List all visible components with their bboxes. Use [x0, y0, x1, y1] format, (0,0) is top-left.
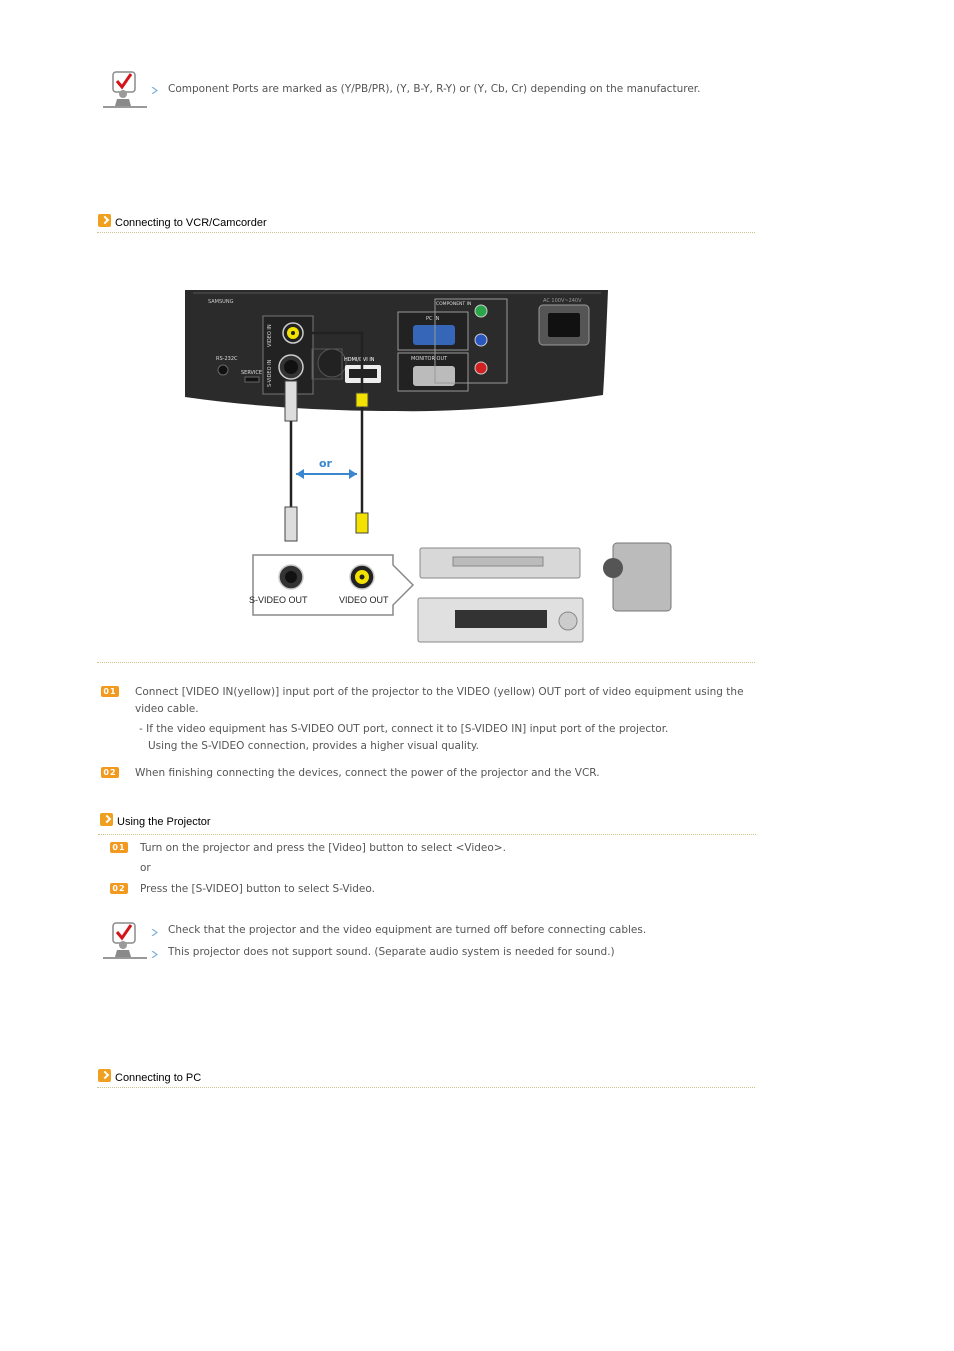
divider	[97, 662, 755, 663]
monitor-out-label: MONITOR OUT	[411, 356, 448, 362]
video-in-label: VIDEO IN	[267, 324, 273, 347]
step-02-text: When finishing connecting the devices, c…	[135, 767, 600, 779]
pc-in-label: PC IN	[426, 316, 440, 322]
section-arrow-icon	[98, 214, 111, 227]
brand-label: SAMSUNG	[208, 299, 234, 305]
section-arrow-icon	[100, 813, 113, 826]
service-label: SERVICE	[241, 370, 262, 376]
step-01-text: Connect [VIDEO IN(yellow)] input port of…	[135, 686, 744, 698]
bullet-arrow-icon	[151, 929, 158, 936]
step-01-text-cont: video cable.	[135, 703, 199, 715]
hdmi-label: HDMI/DVI IN	[344, 357, 375, 363]
step-badge-02: 02	[101, 767, 119, 778]
using-step-02-text: Press the [S-VIDEO] button to select S-V…	[140, 883, 375, 895]
divider	[97, 1087, 755, 1088]
step-01-sub2: Using the S-VIDEO connection, provides a…	[148, 740, 479, 752]
section-title-vcr: Connecting to VCR/Camcorder	[115, 217, 267, 229]
video-out-label: VIDEO OUT	[339, 595, 389, 605]
note-icon	[103, 922, 147, 959]
ac-label: AC 100V~240V	[543, 298, 582, 304]
bullet-arrow-icon	[151, 951, 158, 958]
divider	[98, 834, 756, 835]
step-01-sub1: - If the video equipment has S-VIDEO OUT…	[139, 723, 669, 735]
connection-diagram: SAMSUNG RS-232C SERVICE VIDEO IN S-VIDEO…	[185, 290, 672, 643]
using-step-01-text: Turn on the projector and press the [Vid…	[140, 842, 506, 854]
or-text: or	[140, 862, 151, 874]
step-badge-02: 02	[110, 883, 128, 894]
section-title-using: Using the Projector	[117, 816, 211, 828]
or-label: or	[319, 457, 333, 470]
bullet-arrow-icon	[151, 87, 158, 94]
note-icon	[103, 71, 147, 108]
rs232-label: RS-232C	[216, 356, 238, 362]
note-component-ports: Component Ports are marked as (Y/PB/PR),…	[168, 83, 701, 95]
svideo-out-label: S-VIDEO OUT	[249, 595, 308, 605]
component-in-label: COMPONENT IN	[436, 301, 471, 307]
section-title-pc: Connecting to PC	[115, 1072, 202, 1084]
divider	[97, 232, 755, 233]
note-no-sound: This projector does not support sound. (…	[168, 946, 615, 958]
step-badge-01: 01	[101, 686, 119, 697]
step-badge-01: 01	[110, 842, 128, 853]
note-turn-off: Check that the projector and the video e…	[168, 924, 647, 936]
section-arrow-icon	[98, 1069, 111, 1082]
svideo-in-label: S-VIDEO IN	[267, 359, 273, 387]
